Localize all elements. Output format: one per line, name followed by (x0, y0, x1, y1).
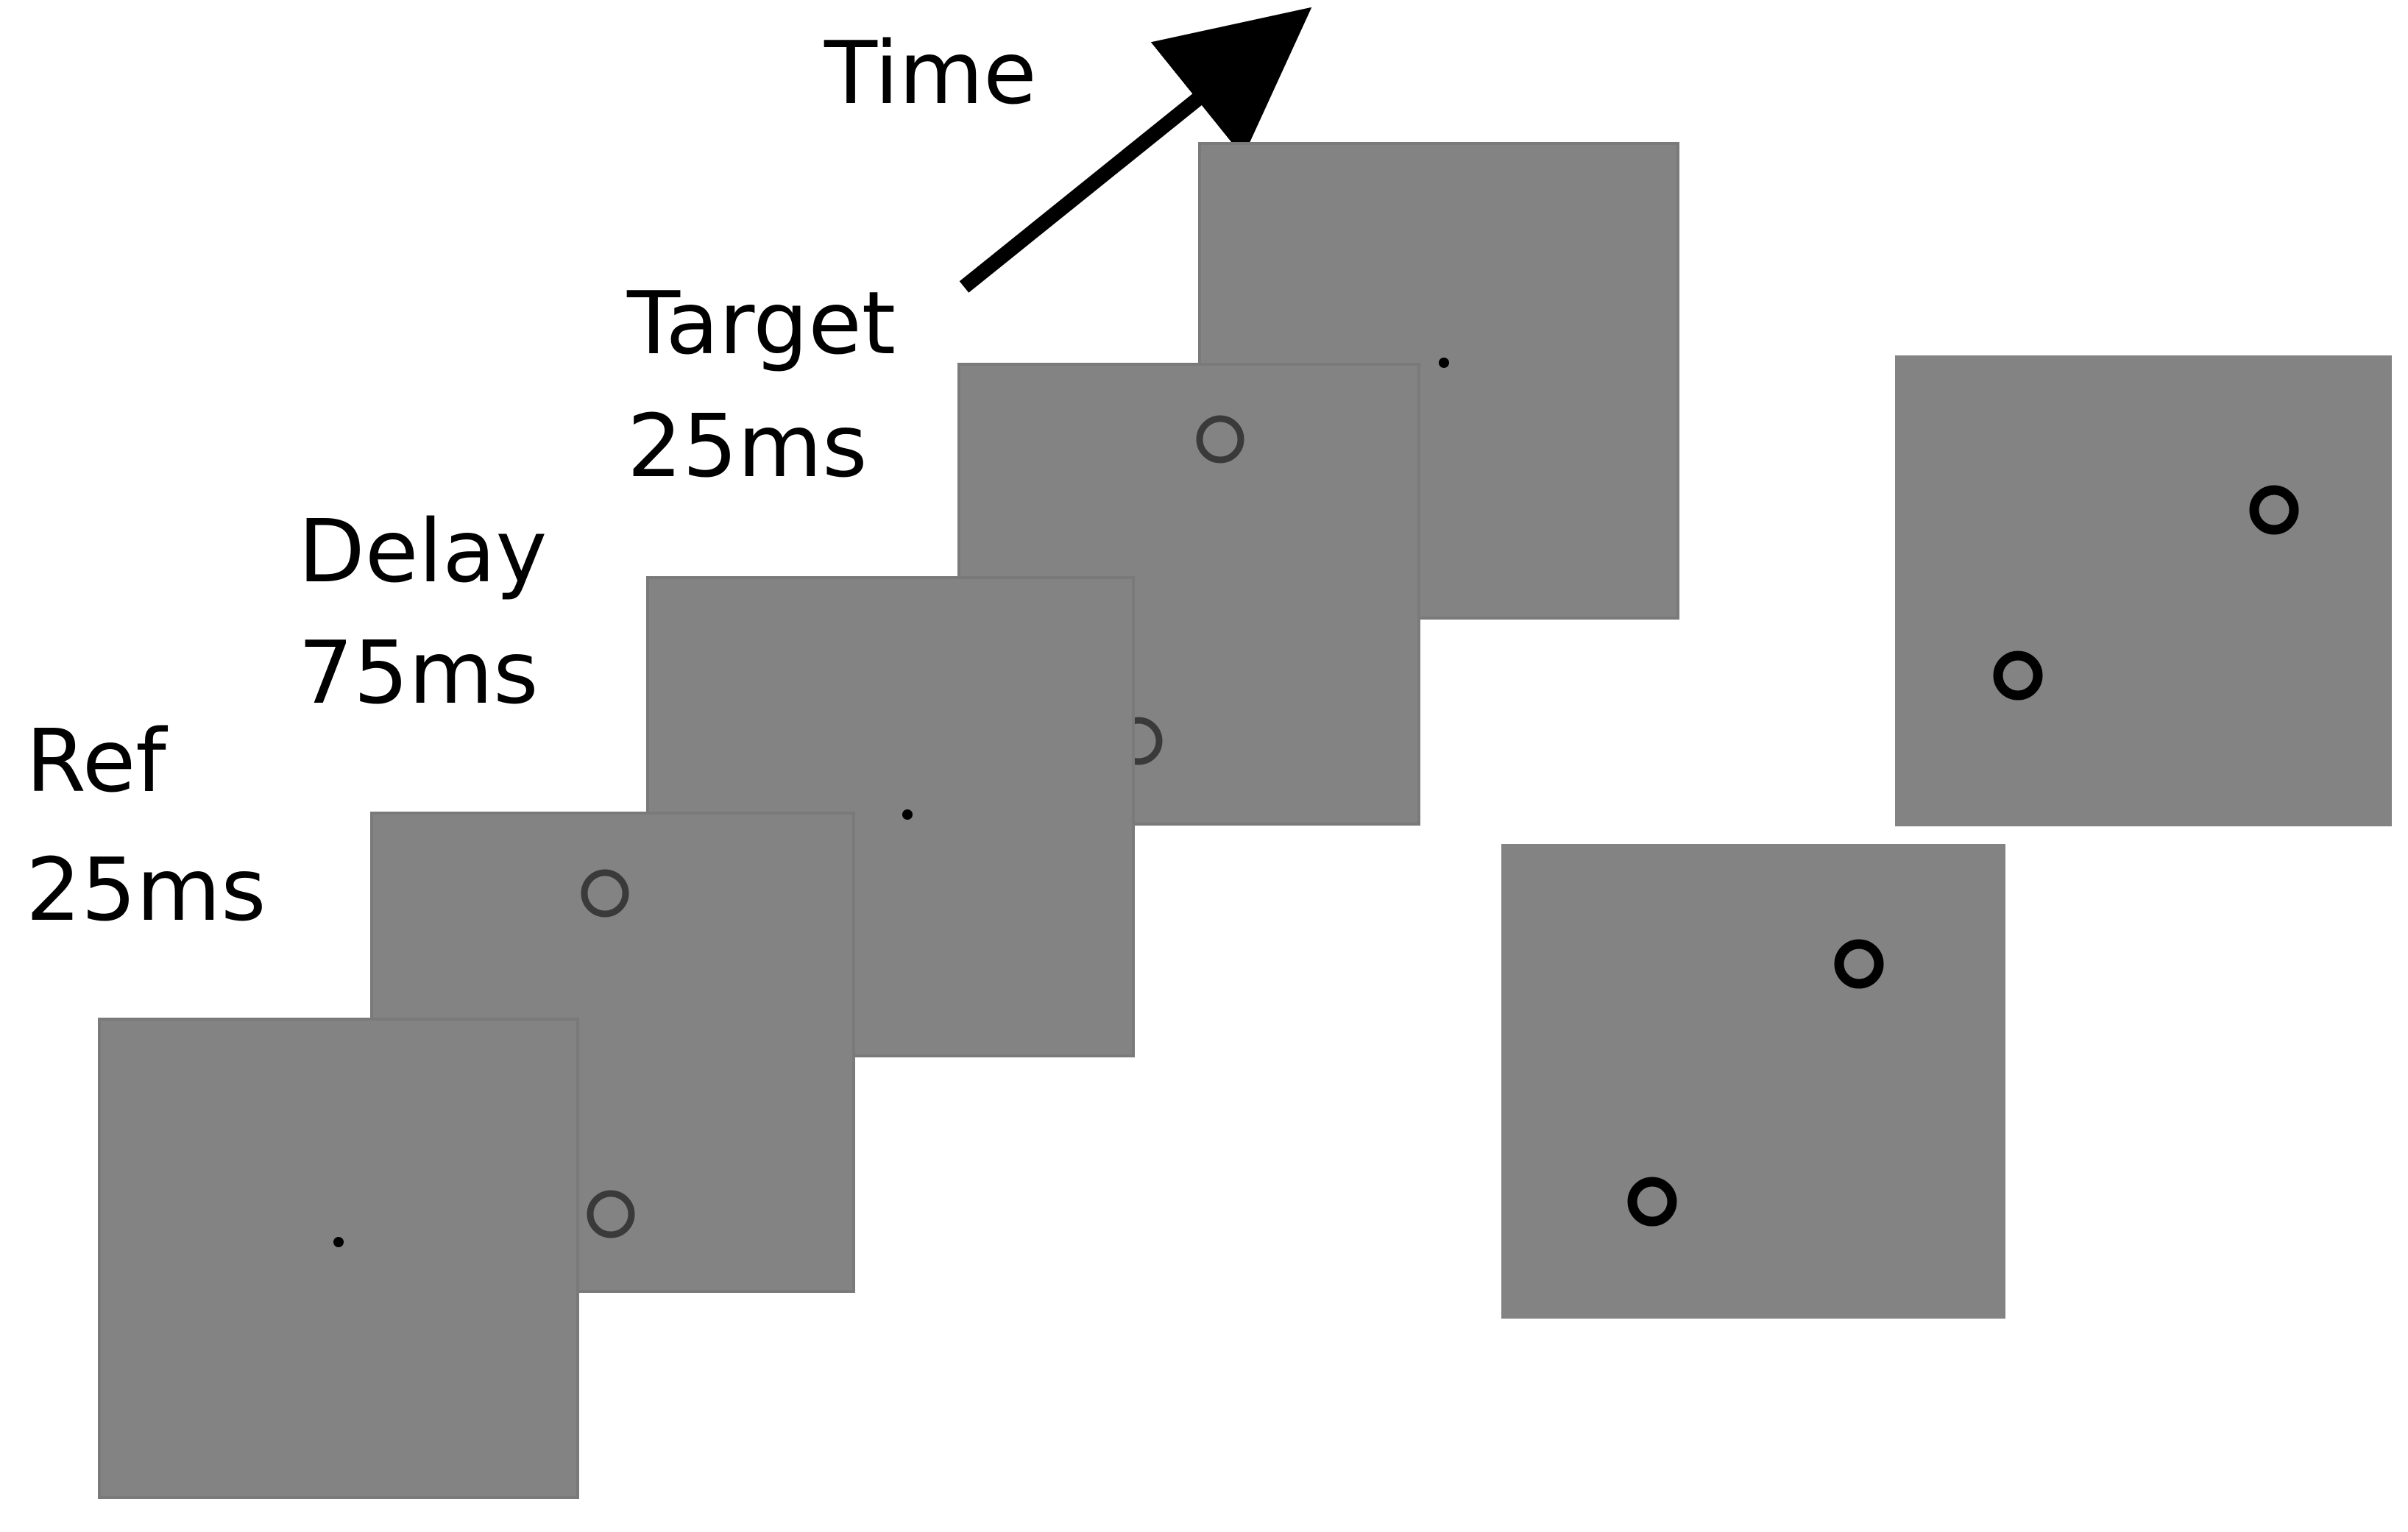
stage-duration-ref: 25ms (26, 839, 266, 940)
time-label: Time (824, 22, 1037, 124)
ref-circle-bottom (587, 1190, 635, 1238)
stage-duration-target: 25ms (627, 395, 868, 497)
frame-front-fixation (98, 1018, 579, 1499)
stage-label-ref: Ref (26, 710, 168, 812)
example-circle (1834, 939, 1884, 989)
stage-duration-delay: 75ms (298, 622, 539, 723)
ref-circle-top (581, 869, 629, 918)
target-circle-top (1196, 415, 1244, 464)
example-display-lower (1501, 844, 2005, 1319)
example-circle (1993, 650, 2043, 701)
time-arrow (959, 7, 1312, 293)
fixation-dot (1439, 358, 1449, 368)
stage-label-delay: Delay (298, 500, 547, 602)
example-circle (2249, 485, 2299, 535)
example-display-upper (1895, 355, 2392, 826)
stage-label-target: Target (626, 272, 896, 374)
fixation-dot (902, 809, 913, 820)
fixation-dot (333, 1237, 344, 1247)
example-circle (1627, 1177, 1677, 1227)
